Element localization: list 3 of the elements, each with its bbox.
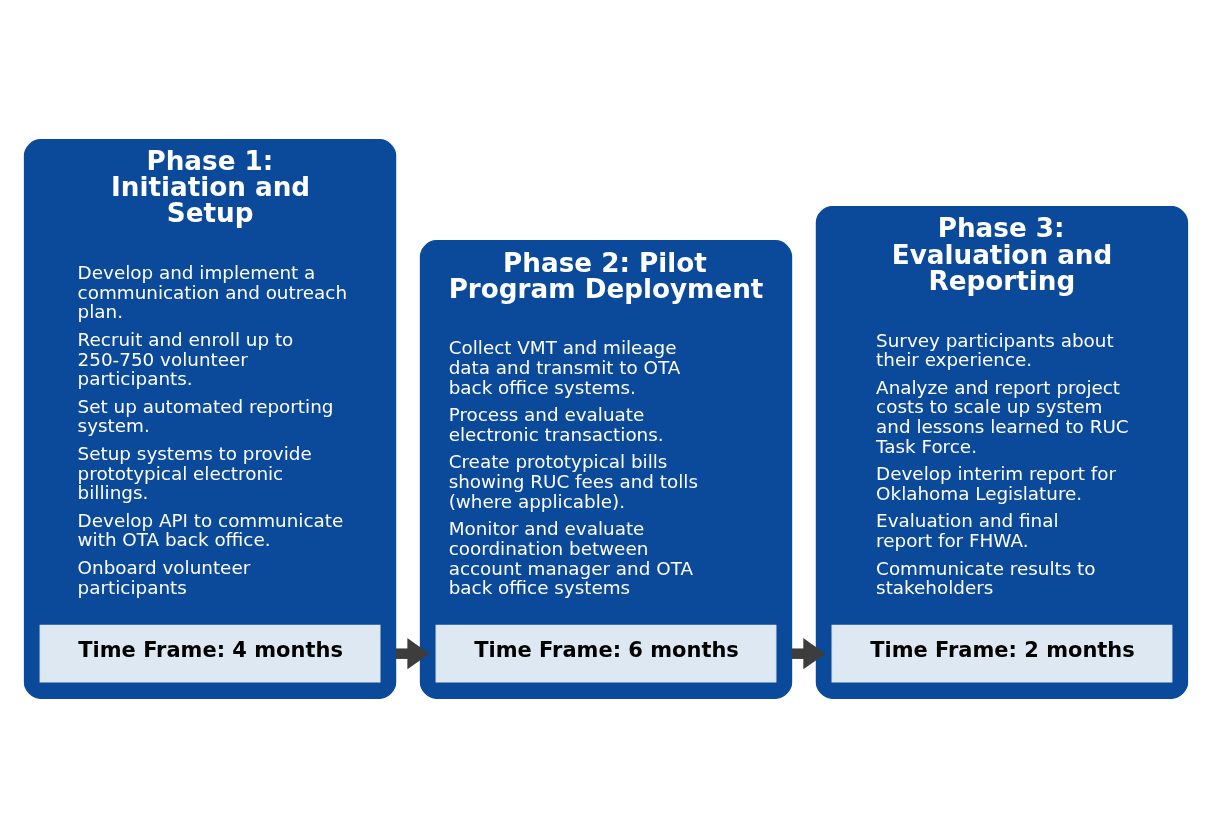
node-box: Time Frame: 4 months bbox=[39, 624, 381, 683]
node-box: Time Frame: 6 months bbox=[435, 624, 777, 683]
node-box: Time Frame: 2 months bbox=[831, 624, 1173, 683]
